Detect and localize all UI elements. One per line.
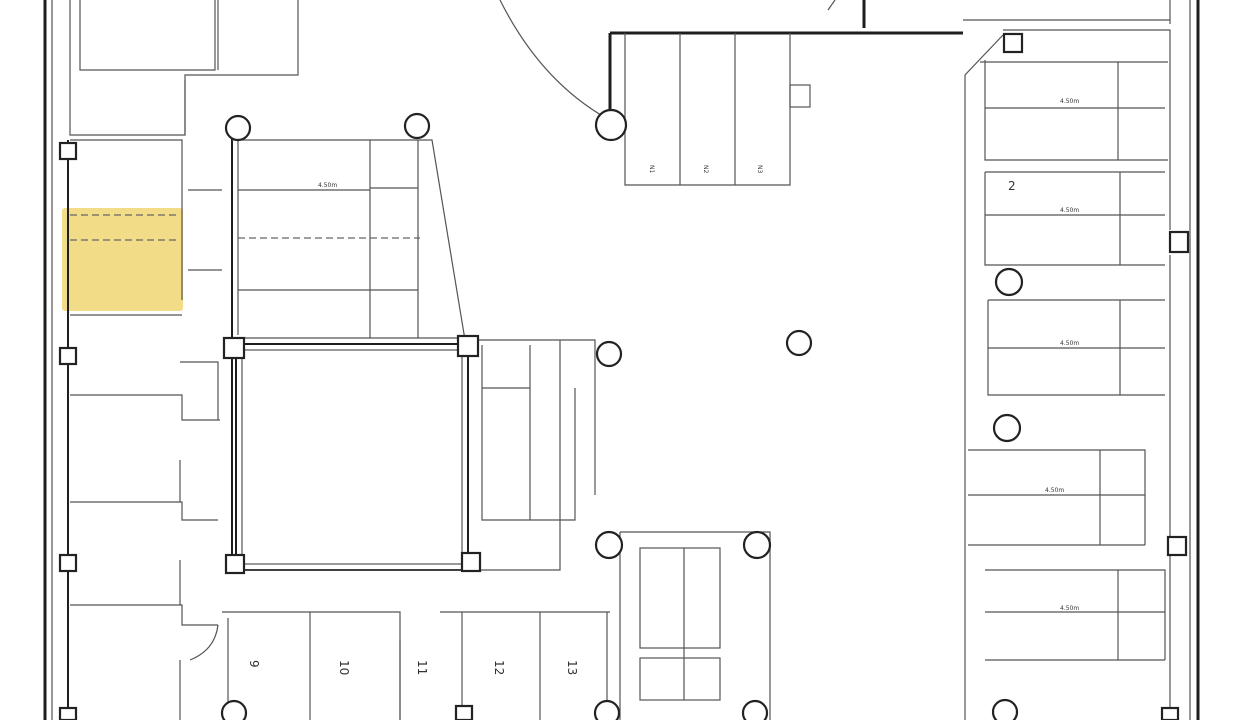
space-label-9: 9 xyxy=(247,660,261,668)
svg-text:N2: N2 xyxy=(702,165,709,173)
space-label-13: 13 xyxy=(565,660,579,675)
door-swing-arc xyxy=(499,0,607,119)
svg-text:N3: N3 xyxy=(756,165,763,173)
top-spaces: N1 N2 N3 xyxy=(624,33,811,186)
svg-text:4.50m: 4.50m xyxy=(1060,340,1079,347)
central-block xyxy=(231,135,596,571)
space-label-11: 11 xyxy=(415,660,429,675)
space-label-2: 2 xyxy=(1008,179,1016,193)
space-labels: 9 10 11 12 13 2 4.50m xyxy=(247,179,1016,675)
left-spaces xyxy=(70,80,222,720)
highlight-marker xyxy=(62,208,183,311)
square-columns xyxy=(58,32,1190,720)
space-label-10: 10 xyxy=(337,660,351,675)
space-label-12: 12 xyxy=(492,660,506,675)
svg-text:4.50m: 4.50m xyxy=(1060,605,1079,612)
dimension-label: 4.50m xyxy=(318,182,337,189)
svg-text:N1: N1 xyxy=(648,165,655,173)
svg-text:4.50m: 4.50m xyxy=(1045,487,1064,494)
bottom-spaces xyxy=(189,531,771,720)
outer-walls xyxy=(43,0,1200,720)
pillars xyxy=(220,108,1024,720)
right-spaces: 4.50m 4.50m 4.50m 4.50m 4.50m xyxy=(964,29,1171,720)
svg-text:4.50m: 4.50m xyxy=(1060,207,1079,214)
svg-text:4.50m: 4.50m xyxy=(1060,98,1079,105)
